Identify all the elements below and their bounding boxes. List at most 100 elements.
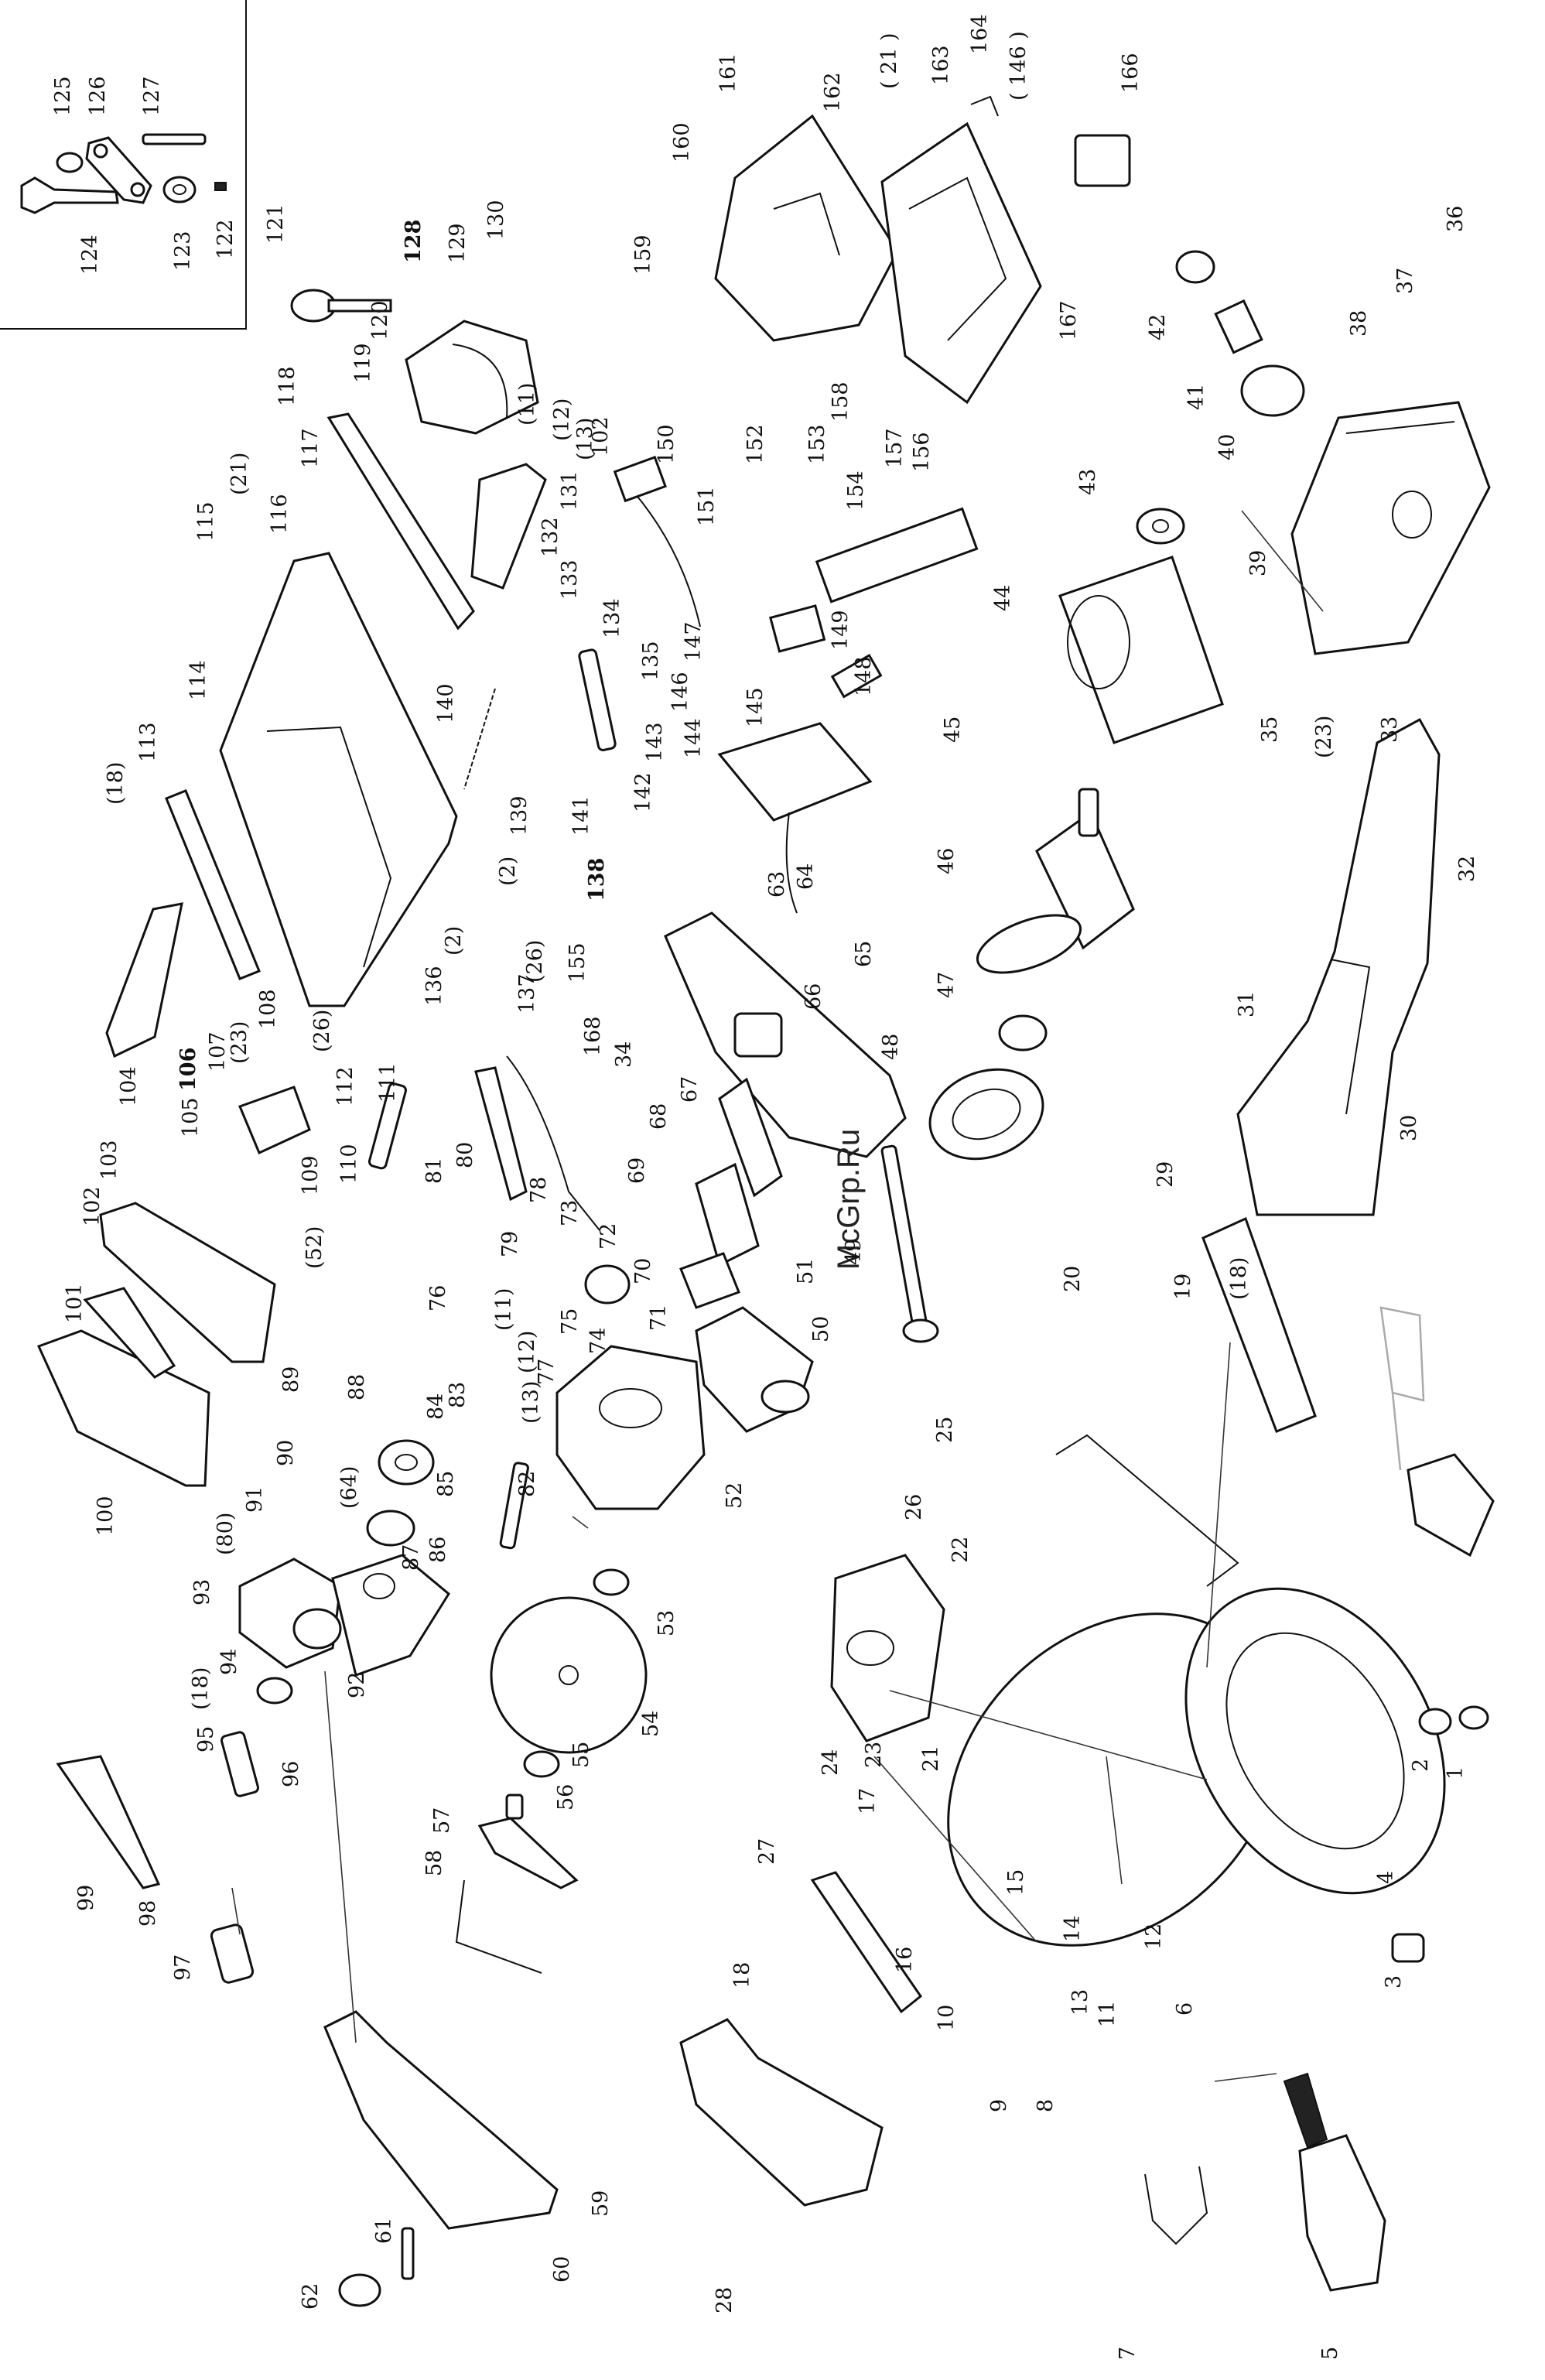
- label-2b: (2): [496, 857, 520, 886]
- label-160: 160: [670, 122, 694, 162]
- label-22: 22: [949, 1537, 972, 1563]
- part-57-wrench: [477, 1817, 579, 1889]
- label-21c: ( 21 ): [877, 32, 901, 89]
- label-120: 120: [368, 300, 392, 340]
- label-35: 35: [1258, 716, 1282, 743]
- label-168: 168: [581, 1016, 605, 1056]
- label-97: 97: [171, 1954, 195, 1981]
- label-80b: (80): [214, 1513, 238, 1555]
- label-25: 25: [933, 1417, 957, 1443]
- label-125: 125: [51, 76, 75, 116]
- label-82: 82: [515, 1471, 539, 1497]
- label-52: 52: [723, 1482, 747, 1509]
- label-114: 114: [186, 660, 210, 700]
- part-102-guard-side: [99, 1202, 276, 1363]
- watermark: McGrp.Ru: [832, 1129, 866, 1270]
- label-151: 151: [695, 486, 719, 526]
- label-72: 72: [596, 1223, 620, 1250]
- label-39: 39: [1246, 550, 1270, 576]
- label-37: 37: [1393, 268, 1417, 294]
- label-140: 140: [434, 683, 458, 723]
- label-133: 133: [558, 559, 582, 600]
- label-128: 128: [402, 220, 426, 263]
- label-15: 15: [1004, 1869, 1028, 1896]
- part-109-bracket: [238, 1086, 311, 1155]
- label-129: 129: [446, 223, 470, 263]
- part-32-arm: [1236, 717, 1441, 1216]
- label-18: 18: [730, 1962, 754, 1988]
- label-5: 5: [1318, 2347, 1342, 2360]
- label-108: 108: [256, 989, 280, 1029]
- part-28-extension: [679, 2018, 884, 2207]
- label-2: 2: [1409, 1759, 1433, 1772]
- label-161: 161: [716, 53, 740, 93]
- part-154-cover: [815, 507, 979, 604]
- part-127-pin: [142, 133, 207, 145]
- label-31: 31: [1235, 991, 1259, 1017]
- part-62-knob: [338, 2273, 381, 2307]
- label-7: 7: [1116, 2347, 1140, 2360]
- part-150-power-cord: [613, 456, 701, 627]
- part-16-plate: [810, 1871, 923, 2014]
- part-41-brush: [1214, 299, 1263, 354]
- label-44: 44: [991, 585, 1015, 611]
- label-54: 54: [639, 1711, 663, 1737]
- label-11c: (11): [492, 1288, 516, 1331]
- label-138: 138: [585, 858, 609, 901]
- label-80: 80: [453, 1142, 477, 1168]
- part-166-block: [1074, 134, 1131, 187]
- part-53-flange: [593, 1568, 630, 1596]
- label-94: 94: [217, 1649, 241, 1675]
- label-2c: (2): [442, 926, 466, 956]
- label-46: 46: [935, 848, 959, 874]
- label-12b: (12): [550, 398, 574, 441]
- label-43: 43: [1076, 469, 1100, 495]
- label-76: 76: [426, 1285, 450, 1311]
- part-3-bushing: [1391, 1933, 1425, 1963]
- label-89: 89: [279, 1366, 303, 1393]
- label-109: 109: [299, 1155, 323, 1195]
- label-152: 152: [743, 424, 767, 464]
- label-107: 107: [206, 1031, 230, 1072]
- label-88: 88: [345, 1374, 369, 1400]
- label-98: 98: [136, 1900, 160, 1927]
- part-49-pivot-bolt: [880, 1144, 939, 1343]
- label-14: 14: [1061, 1916, 1085, 1942]
- label-17: 17: [856, 1788, 880, 1814]
- label-73: 73: [558, 1200, 582, 1226]
- part-123-nut: [162, 176, 197, 203]
- label-79: 79: [498, 1231, 522, 1257]
- part-7-rod: [1144, 2166, 1208, 2245]
- label-146b: ( 146 ): [1007, 31, 1031, 101]
- label-122: 122: [214, 219, 238, 259]
- label-30: 30: [1397, 1115, 1421, 1141]
- label-85: 85: [434, 1471, 458, 1497]
- part-135-rod: [578, 648, 617, 751]
- part-67-plate: [718, 1077, 783, 1198]
- part-113-slot-plate: [165, 789, 261, 980]
- label-1: 1: [1444, 1766, 1468, 1780]
- label-24: 24: [819, 1749, 843, 1776]
- part-100-blade-guard: [36, 1329, 210, 1487]
- label-21b: (21): [227, 453, 251, 495]
- label-147: 147: [682, 621, 706, 662]
- label-51: 51: [794, 1258, 818, 1284]
- label-104: 104: [117, 1066, 141, 1106]
- label-63: 63: [765, 871, 789, 898]
- label-110: 110: [337, 1144, 361, 1184]
- part-73-link: [506, 1055, 600, 1231]
- label-64: 64: [794, 863, 818, 890]
- part-54-saw-blade: [490, 1596, 648, 1754]
- label-135: 135: [639, 641, 663, 681]
- label-157: 157: [883, 428, 907, 468]
- label-34: 34: [612, 1041, 636, 1068]
- label-141: 141: [569, 795, 593, 836]
- part-61-bolt: [401, 2227, 415, 2280]
- label-36: 36: [1444, 206, 1468, 232]
- label-134: 134: [600, 598, 624, 638]
- label-164: 164: [968, 14, 992, 54]
- label-13b: (13): [573, 418, 597, 460]
- part-48-motor-flange: [928, 1068, 1044, 1161]
- label-21: 21: [919, 1746, 943, 1772]
